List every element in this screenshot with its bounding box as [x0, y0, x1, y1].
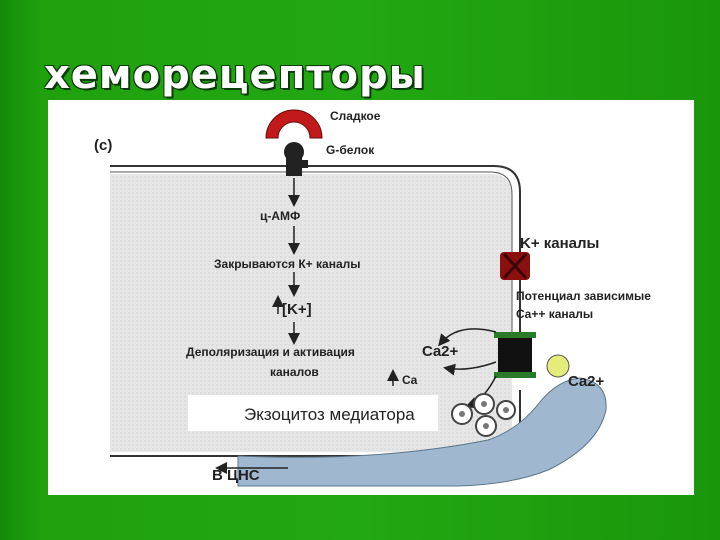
depolarization-label-2: каналов — [270, 365, 319, 379]
panel-letter: (c) — [94, 137, 112, 154]
cell-membrane — [110, 165, 521, 358]
g-protein-label: G-белок — [326, 143, 375, 157]
ca-right-label: Ca2+ — [568, 373, 605, 390]
vesicle-icons — [451, 393, 516, 437]
k-channels-label: K+ каналы — [520, 235, 599, 252]
ca-channel-icon — [494, 332, 536, 378]
calcium-ion-icon — [546, 354, 570, 378]
sweet-receptor-icon — [265, 109, 323, 139]
nerve-ending-icon — [237, 377, 607, 487]
exocytosis-box — [188, 395, 438, 431]
slide-title: хеморецепторы — [44, 52, 426, 98]
exocytosis-label: Экзоцитоз медиатора — [244, 405, 415, 424]
k-close-label: Закрываются К+ каналы — [214, 257, 360, 271]
g-protein-icon — [284, 142, 304, 162]
receptor-cell-diagram: (c) Сладкое G-белок ц-АМФ Закрываются К+… — [94, 109, 651, 487]
ca-left-label: Ca2+ — [422, 343, 459, 360]
ca-small-label: Ca — [402, 373, 418, 387]
k-concentration-label: [K+] — [282, 301, 312, 318]
ca-channels-label-1: Потенциал зависимые — [516, 289, 651, 303]
sweet-label: Сладкое — [330, 109, 381, 123]
ca-channels-label-2: Ca++ каналы — [516, 307, 593, 321]
camp-label: ц-АМФ — [260, 209, 300, 223]
k-channel-icon — [500, 252, 530, 280]
cns-label: В ЦНС — [212, 467, 260, 484]
depolarization-label-1: Деполяризация и активация — [186, 345, 355, 359]
cell-body — [110, 174, 512, 452]
